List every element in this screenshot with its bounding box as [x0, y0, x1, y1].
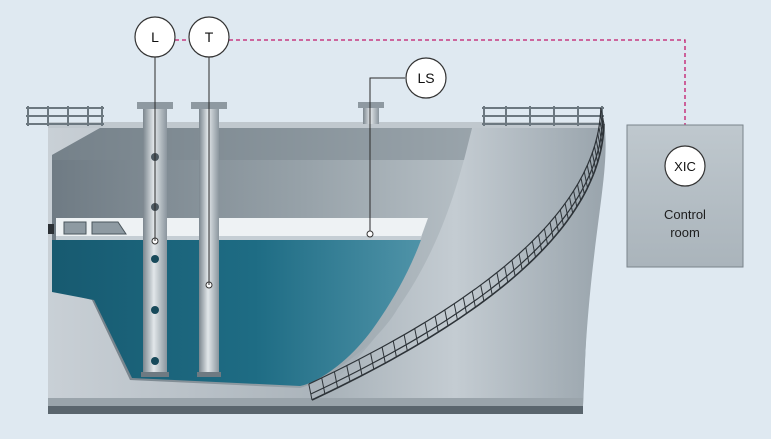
- instrument-xic-label: XIC: [674, 159, 696, 174]
- band-hinge: [48, 224, 54, 234]
- instrument-l-label: L: [151, 29, 159, 45]
- roof-railing-right: [482, 106, 604, 126]
- band-window-left: [63, 221, 87, 235]
- instrument-leaders: [154, 57, 405, 285]
- roof-railing-left: [26, 106, 104, 126]
- instrument-xic: XIC: [664, 145, 706, 187]
- control-room-label-line2: room: [670, 225, 700, 240]
- instrument-ls-label: LS: [417, 70, 434, 86]
- stair-rail: [308, 107, 605, 401]
- instrument-ls: LS: [405, 57, 447, 99]
- signal-line: [175, 39, 686, 148]
- tank-right-wall: [305, 122, 606, 406]
- tank-roof-edge: [48, 122, 604, 128]
- level-switch-probe: [366, 230, 374, 238]
- instrument-t: T: [188, 16, 230, 58]
- roof-nozzle: [358, 102, 384, 124]
- gauge-sensor: [151, 306, 159, 314]
- control-room-label-line1: Control: [664, 207, 706, 222]
- band-window-right: [91, 221, 127, 235]
- tank-base: [48, 406, 583, 414]
- gauge-sensor: [151, 255, 159, 263]
- gauge-sensor: [151, 357, 159, 365]
- instrument-l: L: [134, 16, 176, 58]
- tank-bottom-band: [48, 398, 583, 406]
- instrument-t-label: T: [205, 29, 214, 45]
- tank-upper-band: [52, 128, 472, 160]
- spiral-staircase: [308, 107, 605, 401]
- liquid-surface-edge: [56, 236, 422, 240]
